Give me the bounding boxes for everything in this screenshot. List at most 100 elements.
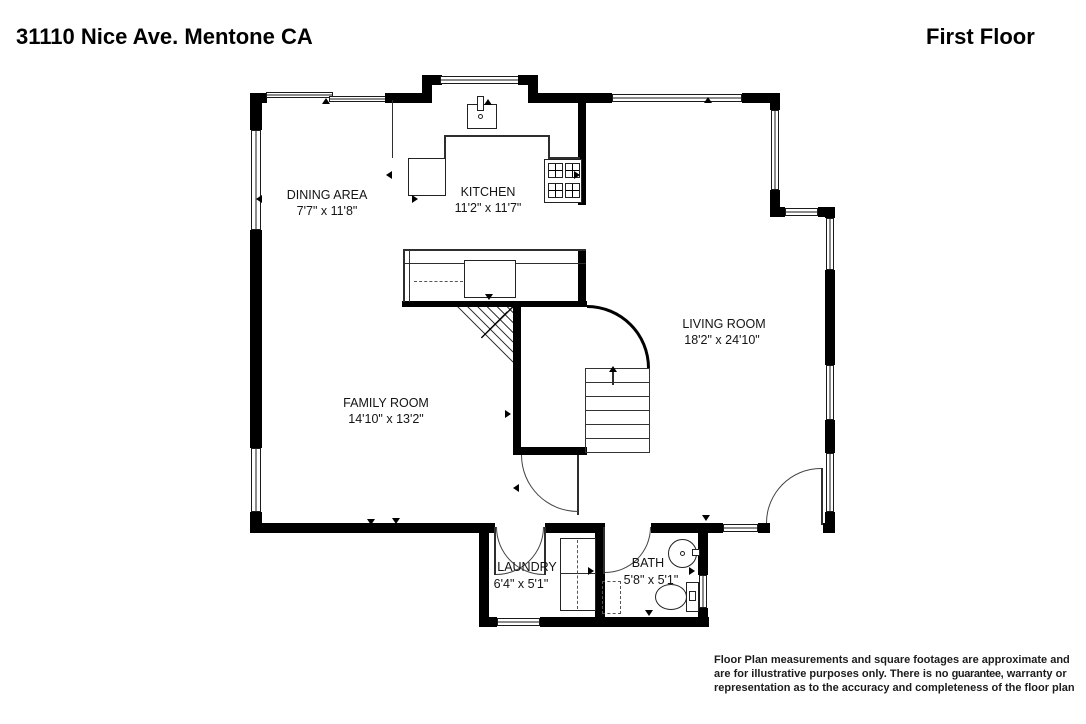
front-door-leaf — [821, 468, 823, 525]
counter-edge — [444, 135, 550, 137]
room-dims-laundry: 6'4" x 5'1" — [493, 577, 549, 591]
wall — [528, 75, 538, 103]
window — [826, 365, 834, 420]
dim-arrow-icon — [483, 567, 489, 575]
island-counter-edge — [403, 249, 586, 251]
counter-edge — [548, 157, 580, 159]
wall — [578, 250, 586, 305]
wall — [513, 307, 521, 455]
wall — [545, 523, 605, 533]
door-swing — [521, 455, 578, 512]
burner-icon — [548, 163, 563, 178]
staircase-treads — [585, 368, 650, 453]
toilet-button — [689, 591, 696, 601]
dishwasher-dashed-line — [414, 281, 463, 282]
window — [723, 524, 758, 532]
wall — [528, 93, 612, 103]
dim-arrow-icon — [588, 567, 594, 575]
dim-arrow-icon — [702, 515, 710, 521]
wall — [825, 420, 835, 453]
dim-arrow-icon — [645, 610, 653, 616]
dim-arrow-icon — [392, 518, 400, 524]
wall — [250, 523, 495, 533]
kitchen-sink-drain — [478, 114, 483, 119]
dim-arrow-icon — [253, 406, 259, 414]
floor-label: First Floor — [926, 24, 1035, 49]
dim-arrow-icon — [574, 171, 580, 179]
dim-arrow-icon — [367, 519, 375, 525]
room-dims-dining: 7'7" x 11'8" — [296, 204, 358, 218]
front-door-swing — [766, 468, 821, 523]
kitchen-sink-faucet — [477, 96, 484, 111]
door-leaf — [577, 455, 579, 515]
wall — [422, 75, 432, 103]
wall — [758, 523, 770, 533]
door-leaf — [544, 527, 546, 575]
window — [699, 575, 707, 608]
wall — [250, 93, 267, 103]
dim-arrow-icon — [689, 567, 695, 575]
door-leaf — [494, 527, 496, 575]
wall — [770, 207, 785, 217]
wall — [825, 270, 835, 365]
wall — [578, 103, 586, 205]
wall — [479, 533, 489, 627]
washer-dryer-divider — [560, 573, 596, 574]
wall — [742, 93, 780, 103]
disclaimer-part1: Floor Plan measurements and square foota… — [714, 654, 1070, 680]
dim-arrow-icon — [513, 484, 519, 492]
window — [251, 448, 261, 512]
refrigerator — [408, 158, 446, 196]
stair-arrow-head-icon — [609, 366, 617, 372]
sliding-window — [266, 92, 333, 98]
room-divider-line — [392, 100, 393, 158]
page-title: 31110 Nice Ave. Mentone CA — [16, 24, 313, 49]
room-label-family: FAMILY ROOM — [343, 396, 429, 410]
wall — [479, 617, 497, 627]
room-dims-living: 18'2" x 24'10" — [684, 333, 760, 347]
wall — [432, 75, 442, 85]
counter-edge — [548, 135, 550, 159]
wall — [513, 447, 587, 455]
room-label-bath: BATH — [631, 556, 665, 570]
window — [612, 94, 742, 102]
sliding-window — [329, 96, 387, 102]
toilet-bowl — [655, 584, 687, 610]
disclaimer-part2: , warranty or representation as to the a… — [714, 668, 1075, 694]
wall — [540, 617, 709, 627]
disclaimer-highlight: guarantee — [951, 668, 1001, 680]
stair-hatch-area — [450, 307, 513, 369]
room-label-living: LIVING ROOM — [682, 317, 766, 331]
wall — [250, 230, 262, 448]
window — [826, 453, 834, 512]
bath-clearance-dashed — [602, 581, 621, 614]
wall — [823, 523, 835, 533]
wall — [651, 523, 723, 533]
curved-wall — [587, 305, 650, 368]
stair-direction-arrow — [612, 372, 614, 385]
wall — [402, 301, 587, 307]
room-dims-bath: 5'8" x 5'1" — [623, 573, 679, 587]
window — [785, 208, 818, 216]
bathroom-sink-drain — [680, 551, 685, 556]
dim-arrow-icon — [386, 171, 392, 179]
dim-arrow-icon — [505, 410, 511, 418]
island-counter-edge — [403, 249, 405, 302]
burner-icon — [548, 183, 563, 198]
island-counter-edge — [409, 250, 410, 302]
wall — [825, 512, 835, 533]
dim-arrow-icon — [322, 98, 330, 104]
wall — [825, 207, 835, 218]
window — [497, 618, 540, 626]
wall — [595, 533, 605, 627]
room-label-dining: DINING AREA — [286, 188, 368, 202]
door-leaf — [603, 527, 605, 574]
dim-arrow-icon — [412, 195, 418, 203]
counter-edge — [444, 135, 446, 159]
wall — [770, 190, 780, 217]
window — [440, 76, 520, 84]
burner-icon — [565, 183, 580, 198]
wall — [385, 93, 422, 103]
dim-arrow-icon — [484, 99, 492, 105]
